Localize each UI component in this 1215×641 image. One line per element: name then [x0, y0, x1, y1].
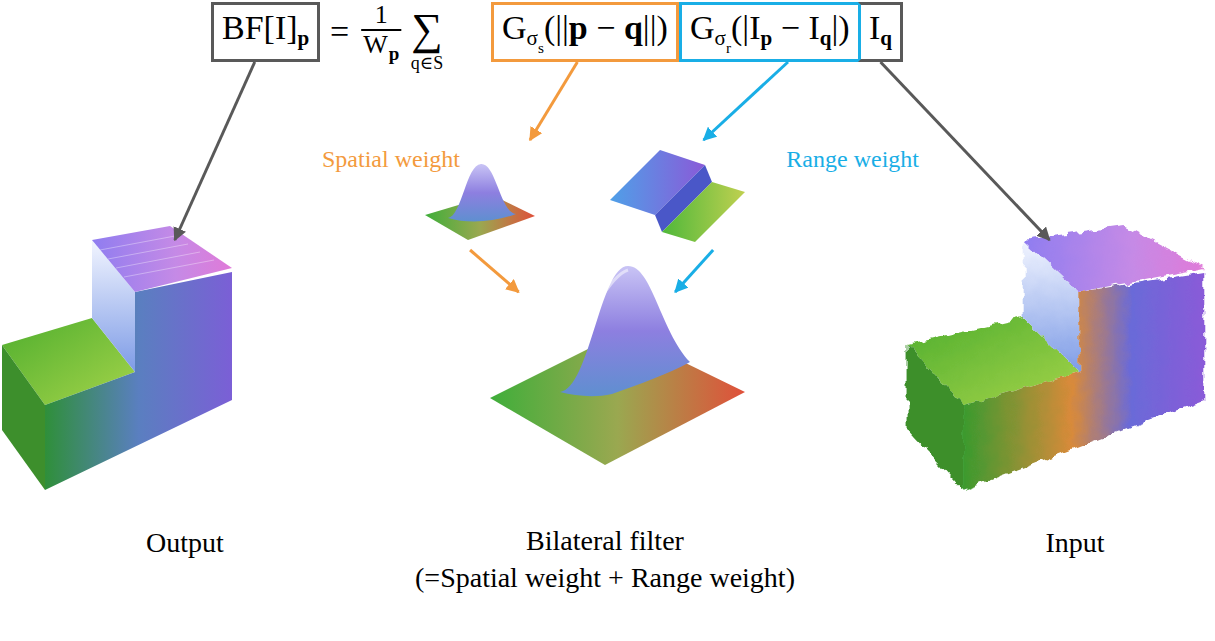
- connector-arrow: [675, 250, 713, 292]
- formula-term: p: [298, 26, 310, 50]
- output-panel: Output: [100, 240, 270, 565]
- input-surface: [908, 226, 1205, 490]
- formula-term: q: [880, 26, 892, 50]
- formula-term: −: [588, 9, 624, 46]
- formula-symbol: q∈S: [411, 54, 443, 72]
- figure-caption: Range weight: [786, 144, 919, 175]
- figure-caption: (=Spatial weight + Range weight): [415, 560, 795, 596]
- connector-arrow: [704, 62, 788, 140]
- spatial-gaussian: [425, 164, 535, 240]
- formula-box: BF[I]p: [211, 2, 320, 62]
- formula-term: p: [569, 9, 588, 46]
- formula-term: σ: [527, 26, 538, 50]
- formula-symbol: W: [363, 32, 388, 58]
- bilateral-panel: Bilateral filter(=Spatial weight + Range…: [335, 292, 875, 600]
- input-panel: Input: [990, 240, 1160, 565]
- formula-term: (|I: [731, 9, 760, 46]
- formula-term: G: [502, 9, 527, 46]
- formula-symbol: =: [330, 15, 349, 49]
- formula-symbol: ∑: [411, 8, 442, 52]
- connector-arrow: [530, 62, 577, 140]
- formula-term: q: [820, 26, 832, 50]
- range-term-box: Gσr(|Ip − Iq|): [679, 2, 861, 62]
- bilateral-kernel: [490, 266, 745, 465]
- range-step: [610, 150, 745, 242]
- formula-term: ||): [643, 9, 668, 46]
- figure-caption: Spatial weight: [322, 144, 460, 175]
- formula-symbol: p: [389, 44, 400, 63]
- formula-term: − I: [772, 9, 820, 46]
- formula-term: |): [831, 9, 849, 46]
- formula-term: (||: [544, 9, 569, 46]
- formula-term: q: [624, 9, 643, 46]
- formula-term: σ: [715, 26, 726, 50]
- formula-term: s: [538, 39, 544, 56]
- output-surface: [2, 226, 232, 490]
- connector-arrow: [175, 62, 255, 240]
- formula-term: BF[I]: [222, 9, 298, 46]
- fraction-bar: [361, 29, 401, 31]
- range-weight-panel: Range weight: [605, 140, 923, 250]
- formula-term: r: [726, 39, 731, 56]
- figure-caption: Input: [1045, 525, 1104, 561]
- formula-term: p: [761, 26, 773, 50]
- input-term-box: Iq: [858, 2, 903, 62]
- spatial-term-box: Gσs(||p − q||): [491, 2, 679, 62]
- formula-symbol: 1: [375, 2, 388, 28]
- formula-term: G: [690, 9, 715, 46]
- formula-term: I: [869, 9, 880, 46]
- spatial-weight-panel: Spatial weight: [318, 140, 540, 250]
- figure-caption: Bilateral filter: [526, 523, 684, 559]
- figure-caption: Output: [146, 525, 224, 561]
- connector-arrow: [470, 250, 519, 292]
